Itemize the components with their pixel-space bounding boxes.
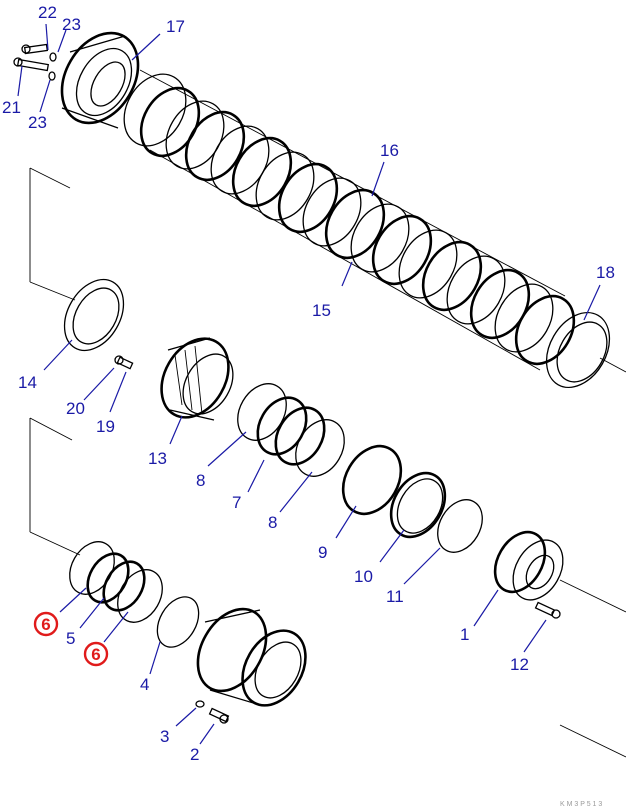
label-22: 22 — [38, 3, 57, 22]
label-8-bottom: 8 — [268, 513, 277, 532]
label-18: 18 — [596, 263, 615, 282]
housing-17 — [60, 31, 140, 129]
label-4: 4 — [140, 675, 149, 694]
ring-9 — [341, 444, 403, 516]
bolt-22 — [21, 43, 49, 55]
seal-6-bottom — [117, 569, 163, 623]
clutch-disc-pack — [123, 69, 576, 371]
label-16: 16 — [380, 141, 399, 160]
plate-18 — [545, 311, 611, 389]
cylinder-1 — [493, 530, 564, 601]
ring-7 — [256, 396, 326, 466]
ring-11 — [437, 499, 483, 553]
seal-8-top — [237, 383, 287, 441]
label-14: 14 — [18, 373, 37, 392]
label-23-bottom: 23 — [28, 113, 47, 132]
label-5: 5 — [66, 629, 75, 648]
label-21: 21 — [2, 98, 21, 117]
ring-10 — [389, 471, 447, 539]
label-19: 19 — [96, 417, 115, 436]
callout-6-top: 6 — [33, 611, 59, 637]
svg-text:6: 6 — [91, 645, 100, 664]
seal-8-bottom — [295, 419, 345, 477]
hub-13 — [160, 337, 234, 421]
ring-4 — [156, 596, 200, 648]
bolt-12 — [534, 601, 561, 619]
callout-6-bottom: 6 — [83, 641, 109, 667]
carrier-housing — [196, 607, 307, 707]
washer-23-top — [49, 52, 57, 62]
bolt-2 — [208, 707, 230, 724]
label-12: 12 — [510, 655, 529, 674]
label-8-top: 8 — [196, 471, 205, 490]
label-10: 10 — [354, 567, 373, 586]
label-15: 15 — [312, 301, 331, 320]
label-7: 7 — [232, 493, 241, 512]
plate-14 — [63, 278, 125, 352]
svg-text:6: 6 — [41, 615, 50, 634]
label-11: 11 — [386, 587, 404, 606]
leader-lines — [17, 23, 601, 745]
label-23-top: 23 — [62, 15, 81, 34]
label-9: 9 — [318, 543, 327, 562]
bolt-21 — [13, 57, 50, 72]
label-1: 1 — [460, 625, 469, 644]
label-17: 17 — [166, 17, 185, 36]
washer-23-bottom — [48, 71, 56, 81]
footer-code: K M 3 P 5 1 3 — [560, 801, 602, 808]
bolt-20 — [114, 355, 134, 370]
label-20: 20 — [66, 399, 85, 418]
label-2: 2 — [190, 745, 199, 764]
label-13: 13 — [148, 449, 167, 468]
axis-lines — [29, 167, 626, 758]
label-3: 3 — [160, 727, 169, 746]
washer-3 — [195, 700, 205, 708]
ring-5 — [86, 552, 146, 612]
